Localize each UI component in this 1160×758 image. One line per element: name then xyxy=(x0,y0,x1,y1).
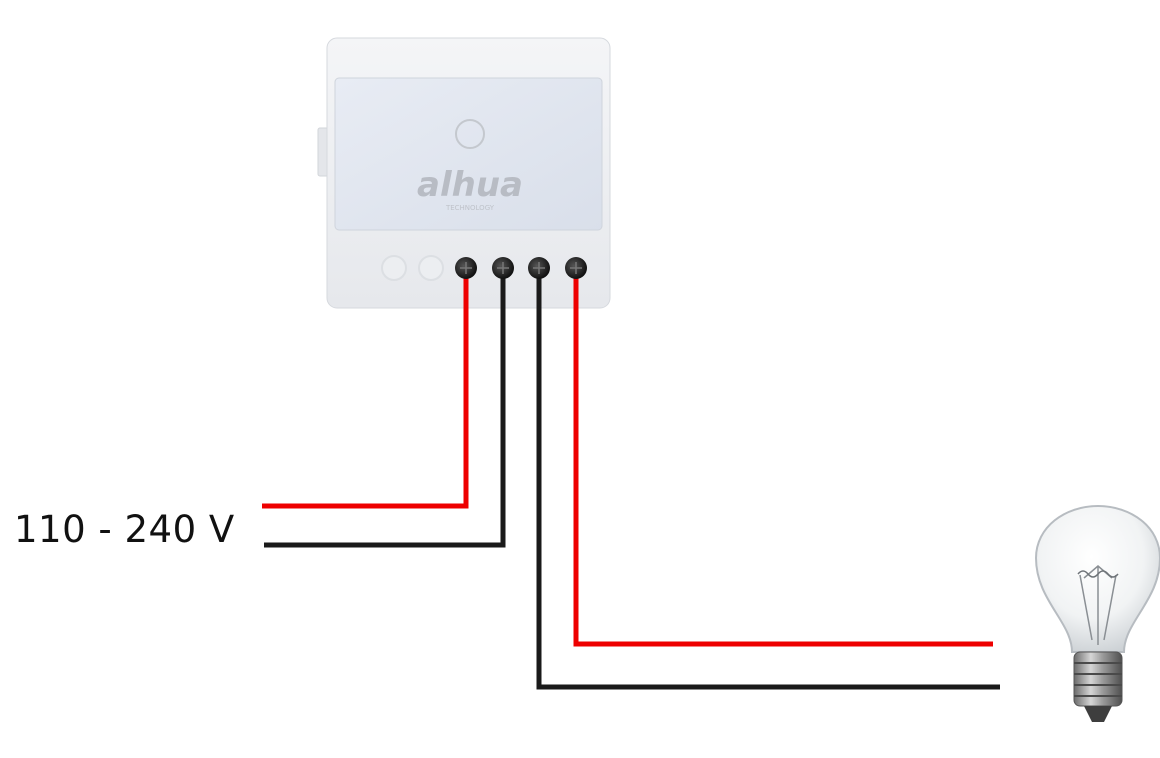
screw-terminals xyxy=(455,257,587,279)
unused-terminal-hole xyxy=(381,255,407,281)
bulb-base xyxy=(1073,651,1123,707)
bulb-filament xyxy=(1077,570,1119,578)
device-brand-logo: alhua xyxy=(417,165,523,205)
device-face-panel xyxy=(334,77,603,231)
unused-terminal-hole xyxy=(418,255,444,281)
supply-neutral-wire xyxy=(264,268,506,548)
supply-live-wire xyxy=(262,268,469,509)
bulb-contact xyxy=(1084,706,1112,722)
lamp-live-wire xyxy=(573,268,993,647)
smart-relay-module: alhua TECHNOLOGY xyxy=(317,37,611,309)
lamp-neutral-wire xyxy=(536,268,1000,690)
supply-voltage-label: 110 - 240 V xyxy=(14,508,235,551)
bulb-filament-supports xyxy=(1079,565,1117,645)
light-bulb-icon xyxy=(1034,504,1160,722)
status-led-icon xyxy=(455,119,485,149)
wires xyxy=(262,268,1000,690)
device-brand-subtext: TECHNOLOGY xyxy=(445,204,495,212)
